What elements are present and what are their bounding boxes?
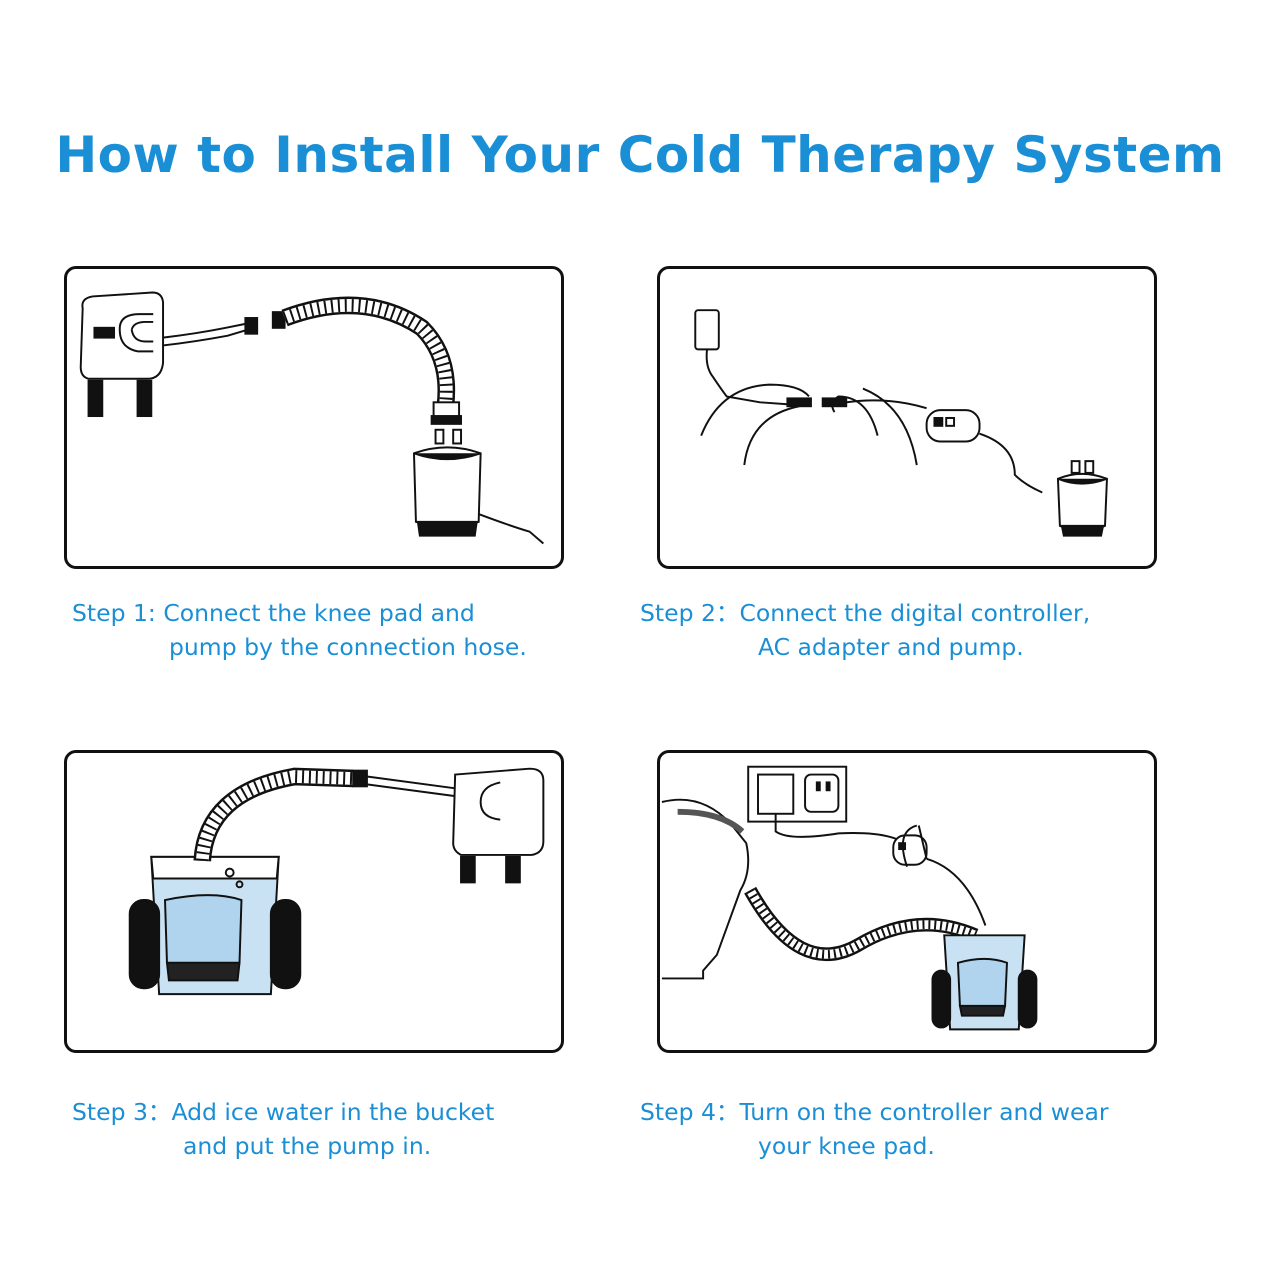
step-4-label: Step 4：: [640, 1098, 740, 1126]
step-1-label: Step 1:: [72, 599, 156, 627]
step-4-text-line-1: Turn on the controller and wear: [739, 1098, 1109, 1126]
step-4-caption: Step 4： Turn on the controller and wear …: [640, 1095, 1109, 1163]
step-2-caption: Step 2： Connect the digital controller, …: [640, 596, 1090, 664]
step-4-text-line-2: your knee pad.: [758, 1132, 935, 1160]
step-1-text-line-2: pump by the connection hose.: [169, 633, 527, 661]
step-3-text-line-1: Add ice water in the bucket: [171, 1098, 495, 1126]
step-3-caption: Step 3： Add ice water in the bucket and …: [72, 1095, 494, 1163]
digital-controller: [892, 834, 928, 866]
knee-pad: [79, 291, 165, 380]
step-3-label: Step 3：: [72, 1098, 172, 1126]
bucket-pump-kneepad-drawing: [128, 767, 545, 996]
step-1-caption: Step 1: Connect the knee pad and pump by…: [72, 596, 527, 664]
step-3-illustration: [64, 750, 564, 1053]
knee-pad-wearing-drawing: [661, 765, 1038, 1031]
page-title: How to Install Your Cold Therapy System: [55, 125, 1225, 184]
knee-pad-hose-pump-drawing: [79, 291, 545, 545]
ac-adapter: [694, 309, 720, 351]
step-2-text-line-2: AC adapter and pump.: [758, 633, 1024, 661]
digital-controller: [925, 409, 981, 443]
controller-adapter-pump-drawing: [694, 309, 1108, 537]
step-2-label: Step 2：: [640, 599, 740, 627]
step-2-text-line-1: Connect the digital controller,: [739, 599, 1091, 627]
step-1-text-line-1: Connect the knee pad and: [163, 599, 475, 627]
step-4-illustration: [657, 750, 1157, 1053]
step-2-illustration: [657, 266, 1157, 569]
step-1-illustration: [64, 266, 564, 569]
wall-outlet: [747, 765, 848, 823]
step-3-text-line-2: and put the pump in.: [183, 1132, 432, 1160]
